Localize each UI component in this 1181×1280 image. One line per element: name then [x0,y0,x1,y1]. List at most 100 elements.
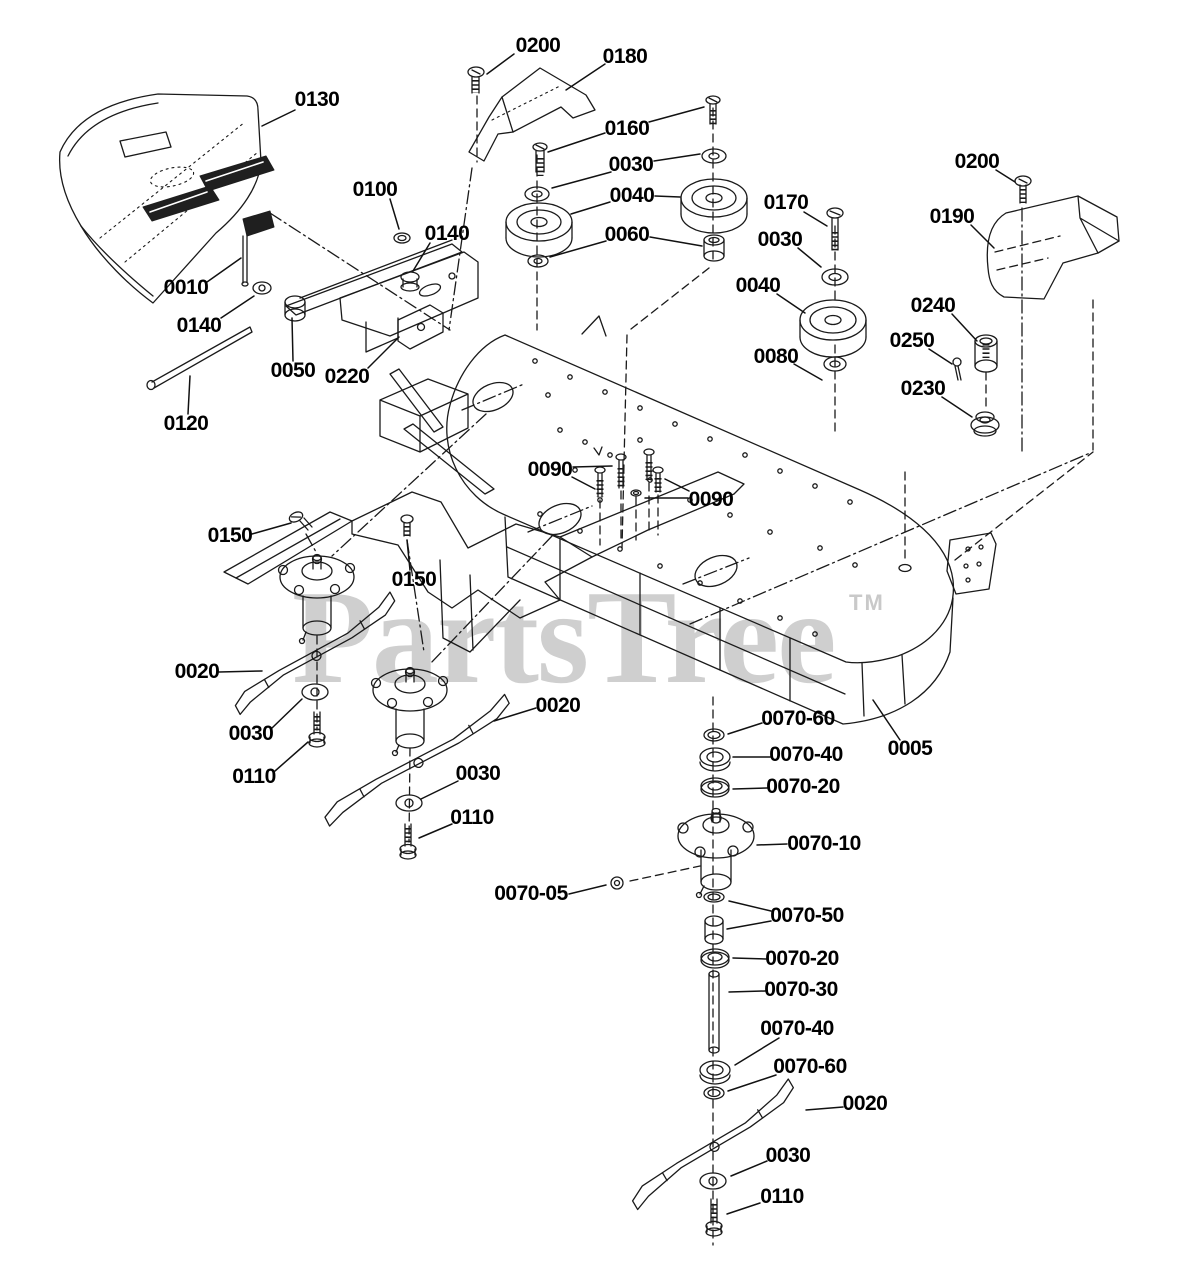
leader-line [653,153,701,162]
part-callout-0070-40[interactable]: 0070-40 [769,743,843,766]
leader-line [728,900,772,912]
part-callout-0070-20[interactable]: 0070-20 [765,947,839,970]
leader-line [367,336,400,369]
part-callout-0030[interactable]: 0030 [757,228,803,251]
part-callout-0250[interactable]: 0250 [889,329,935,352]
part-callout-0020[interactable]: 0020 [174,660,220,683]
part-callout-0040[interactable]: 0040 [609,184,655,207]
leader-line [291,317,294,362]
leader-line [389,198,400,230]
part-callout-0140[interactable]: 0140 [424,222,470,245]
leader-line [570,201,611,215]
front-baffle [223,368,745,653]
part-callout-0010[interactable]: 0010 [163,276,209,299]
right-hardware [952,334,1000,437]
leader-line [803,211,828,227]
part-callout-0130[interactable]: 0130 [294,88,340,111]
leader-line [218,670,263,673]
part-callout-0070-50[interactable]: 0070-50 [770,904,844,927]
part-callout-0110[interactable]: 0110 [450,806,494,829]
leader-line [805,1106,844,1111]
part-callout-0150[interactable]: 0150 [207,524,253,547]
blade-right [631,1078,795,1211]
leader-line [572,465,613,468]
part-callout-0110[interactable]: 0110 [232,765,276,788]
leader-line [726,1202,761,1215]
leader-line [648,106,705,123]
part-callout-0050[interactable]: 0050 [270,359,316,382]
discharge-chute [58,93,451,331]
part-callout-0040[interactable]: 0040 [735,274,781,297]
part-callout-0030[interactable]: 0030 [228,722,274,745]
part-callout-0190[interactable]: 0190 [929,205,975,228]
leader-line [654,195,681,198]
deck-bolt-holes [532,358,858,637]
rear-pulley-stack [799,207,867,433]
blade-center [324,693,510,827]
part-callout-0180[interactable]: 0180 [602,45,648,68]
part-callout-0020[interactable]: 0020 [535,694,581,717]
part-callout-0070-40[interactable]: 0070-40 [760,1017,834,1040]
part-callout-0005[interactable]: 0005 [887,737,933,760]
watermark-tm: TM [849,590,885,615]
part-callout-0140[interactable]: 0140 [176,314,222,337]
part-callout-0200[interactable]: 0200 [515,34,561,57]
deck-screws-0090 [593,446,664,546]
part-callout-0170[interactable]: 0170 [763,191,809,214]
leader-line [568,884,607,895]
leader-line [995,169,1016,183]
blade-left-hardware [301,683,329,748]
part-callout-0240[interactable]: 0240 [910,294,956,317]
leader-line [793,363,823,381]
leader-line [493,707,537,722]
leader-line [261,109,296,127]
part-callout-0030[interactable]: 0030 [765,1144,811,1167]
part-callout-0070-60[interactable]: 0070-60 [773,1055,847,1078]
leader-line [797,247,822,268]
leader-line [418,823,453,839]
right-pulley-stack [621,95,748,549]
part-callout-0070-05[interactable]: 0070-05 [494,882,568,905]
part-callout-0070-10[interactable]: 0070-10 [787,832,861,855]
leader-line [732,957,767,960]
part-callout-0100[interactable]: 0100 [352,178,398,201]
leader-line [726,920,772,930]
blade-right-hardware [699,1172,727,1237]
leader-line [486,53,515,75]
leader-line [406,539,411,571]
part-callout-0150[interactable]: 0150 [391,568,437,591]
leader-line [220,295,255,319]
part-callout-0020[interactable]: 0020 [842,1092,888,1115]
leader-line [565,63,606,91]
leader-line [187,375,191,415]
leader-line [551,171,612,189]
leader-line [549,240,607,258]
leader-line [649,236,703,247]
leader-line [730,1160,768,1177]
part-callout-0220[interactable]: 0220 [324,365,370,388]
part-callout-0030[interactable]: 0030 [608,153,654,176]
part-callout-0090[interactable]: 0090 [688,488,734,511]
leader-line [756,843,788,846]
part-callout-0110[interactable]: 0110 [760,1185,804,1208]
part-callout-0030[interactable]: 0030 [455,762,501,785]
leader-line [271,698,303,729]
part-callout-0160[interactable]: 0160 [604,117,650,140]
part-callout-0230[interactable]: 0230 [900,377,946,400]
part-callout-0070-20[interactable]: 0070-20 [766,775,840,798]
part-callout-0120[interactable]: 0120 [163,412,209,435]
belt-guard-bracket [448,66,596,331]
spindle-screws-0150 [288,511,425,653]
leader-line [776,293,806,314]
leader-line [941,396,973,418]
spindle-assembly-center [370,535,553,843]
part-callout-0070-60[interactable]: 0070-60 [761,707,835,730]
part-callout-0080[interactable]: 0080 [753,345,799,368]
leader-line [206,257,242,283]
part-callout-0070-30[interactable]: 0070-30 [764,978,838,1001]
part-callout-0090[interactable]: 0090 [527,458,573,481]
part-callout-0200[interactable]: 0200 [954,150,1000,173]
part-callout-0060[interactable]: 0060 [604,223,650,246]
